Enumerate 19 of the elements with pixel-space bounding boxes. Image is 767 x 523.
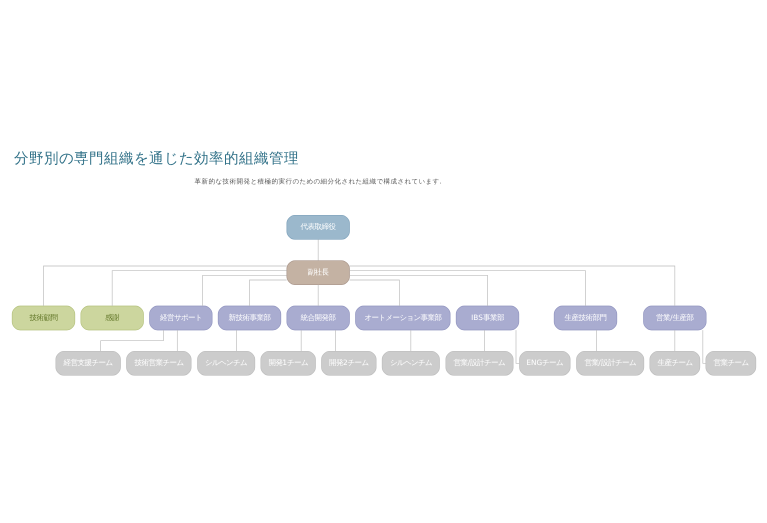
diagram-title: 分野別の専門組織を通じた効率的組織管理 xyxy=(14,150,298,167)
connector xyxy=(202,274,286,306)
connector xyxy=(300,329,301,351)
connector xyxy=(248,279,286,306)
connector xyxy=(42,265,286,306)
connector xyxy=(410,329,411,351)
connector xyxy=(176,329,178,351)
connector xyxy=(674,329,675,351)
connector xyxy=(317,238,318,260)
connector xyxy=(348,274,488,306)
connector xyxy=(515,329,520,364)
connector xyxy=(100,329,164,352)
connector xyxy=(317,284,318,306)
connector xyxy=(334,329,336,351)
connector xyxy=(348,270,586,306)
connector xyxy=(348,279,400,306)
connector xyxy=(111,270,286,306)
connector xyxy=(702,329,706,364)
connector xyxy=(348,265,675,306)
